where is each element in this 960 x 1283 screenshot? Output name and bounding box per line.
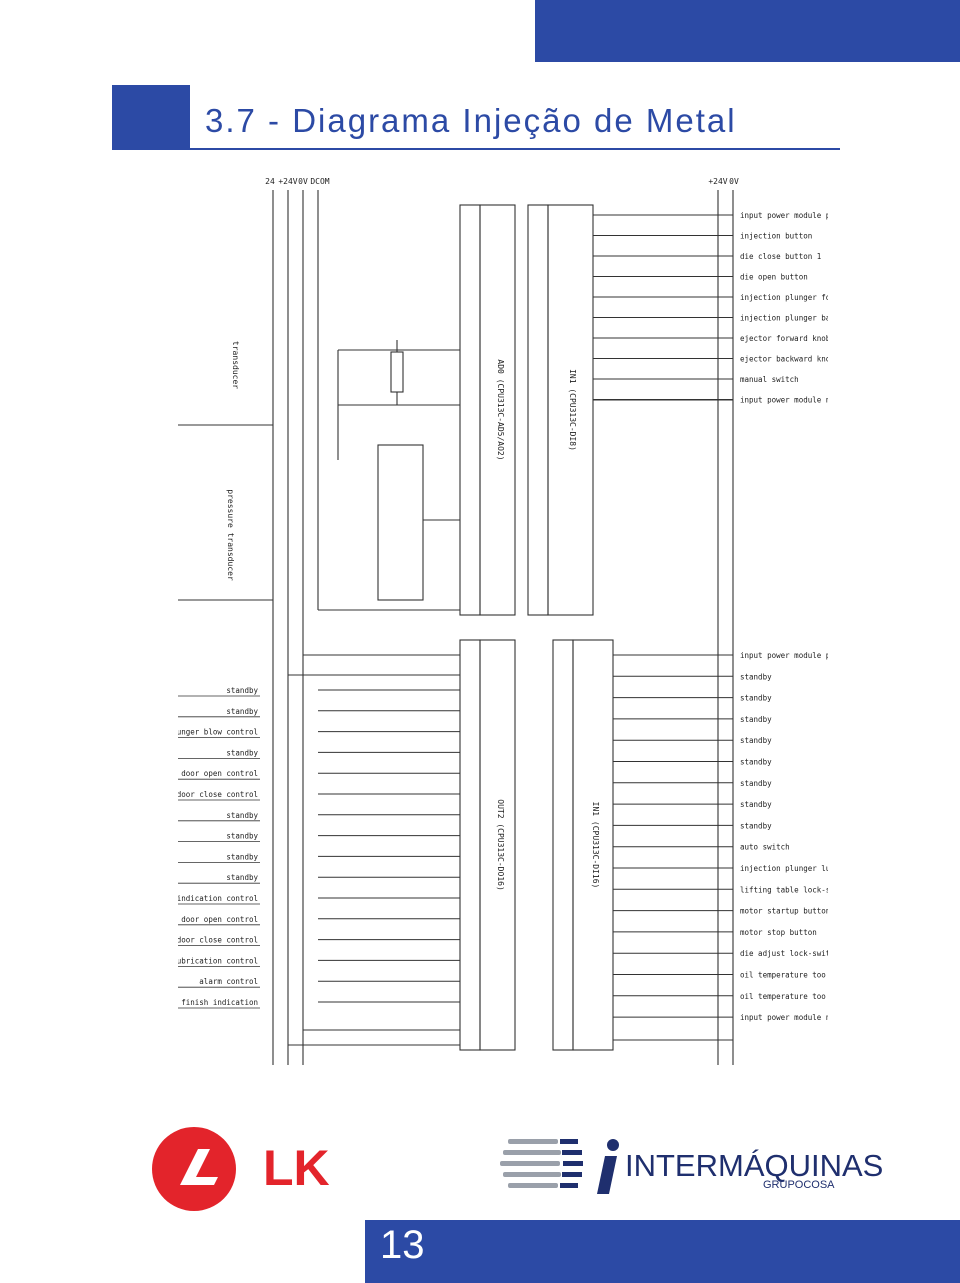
input-label: injection plunger backward knob xyxy=(740,314,828,323)
output-label: standby xyxy=(226,811,258,820)
output-label: rear door close control xyxy=(178,790,258,799)
input-label: standby xyxy=(740,800,772,809)
input-label: standby xyxy=(740,821,772,830)
input-label: standby xyxy=(740,715,772,724)
sensor-label-pressure: pressure transducer xyxy=(226,489,235,581)
right-rail-label: 0V xyxy=(729,177,739,186)
header-accent-bar xyxy=(535,0,960,62)
input-label: standby xyxy=(740,672,772,681)
input-label: standby xyxy=(740,758,772,767)
output-label: injection preparation finish indication xyxy=(178,998,258,1007)
input-label: manual switch xyxy=(740,375,799,384)
module-label-do: OUT2 (CPU313C-DO16) xyxy=(496,799,505,891)
input-label: die adjust lock-switch xyxy=(740,949,828,958)
input-label: input power module negative xyxy=(740,396,828,405)
output-label: standby xyxy=(226,686,258,695)
input-label: motor stop button xyxy=(740,928,817,937)
input-label: input power module negative xyxy=(740,1013,828,1022)
input-label: standby xyxy=(740,694,772,703)
output-label: front door open control xyxy=(178,915,258,924)
output-label: alarm control xyxy=(199,977,258,986)
intermaquinas-globe-icon xyxy=(500,1139,583,1188)
input-label: die open button xyxy=(740,273,808,282)
module-label-di-bottom: IN1 (CPU313C-DI16) xyxy=(591,802,600,889)
input-label: die close button 1 xyxy=(740,252,821,261)
left-rail-label: DCOM xyxy=(310,177,329,186)
input-label: standby xyxy=(740,736,772,745)
page-number: 13 xyxy=(380,1223,425,1267)
input-label: injection button xyxy=(740,232,812,241)
title-accent-square xyxy=(112,85,190,150)
title-underline xyxy=(190,148,840,150)
input-label: motor startup button xyxy=(740,907,828,916)
input-label: ejector backward knob xyxy=(740,355,828,364)
input-label: input power module positive xyxy=(740,651,828,660)
brand-lk: LK xyxy=(263,1140,330,1196)
input-label: oil temperature too high detection xyxy=(740,992,828,1001)
intermaquinas-i-icon xyxy=(597,1139,619,1194)
output-label: rear door open control xyxy=(178,769,258,778)
input-label: injection plunger forward knob xyxy=(740,293,828,302)
output-label: standby xyxy=(226,707,258,716)
input-label: auto switch xyxy=(740,843,790,852)
output-label: plunger blow control xyxy=(178,728,258,737)
right-rail-label: +24V xyxy=(708,177,727,186)
module-label-ad: AD0 (CPU313C-AD5/AO2) xyxy=(496,359,505,460)
output-label: emergency stop indication control xyxy=(178,894,258,903)
output-label: front door close control xyxy=(178,936,258,945)
output-label: standby xyxy=(226,852,258,861)
input-label: oil temperature too low detection xyxy=(740,971,828,980)
output-label: standby xyxy=(226,748,258,757)
brand-intermaquinas: INTERMÁQUINAS xyxy=(625,1148,884,1183)
page-number-bar xyxy=(365,1220,960,1283)
left-rail-label: +24V xyxy=(278,177,297,186)
input-label: standby xyxy=(740,779,772,788)
input-label: input power module positive xyxy=(740,211,828,220)
output-label: standby xyxy=(226,832,258,841)
sensor-label-transducer: transducer xyxy=(231,341,240,389)
output-label: standby xyxy=(226,873,258,882)
left-rail-label: 24 xyxy=(265,177,275,186)
brand-grupocosa: GRUPOCOSA xyxy=(763,1179,835,1191)
page-title: 3.7 - Diagrama Injeção de Metal xyxy=(205,102,737,139)
module-label-di-top: IN1 (CPU313C-DI8) xyxy=(568,369,577,451)
lk-logo-icon xyxy=(152,1127,236,1211)
input-label: ejector forward knob xyxy=(740,334,828,343)
wiring-diagram: standby standby plunger blow control standb… xyxy=(178,177,828,1065)
input-label: lifting table lock-switch xyxy=(740,885,828,894)
left-rail-label: 0V xyxy=(298,177,308,186)
